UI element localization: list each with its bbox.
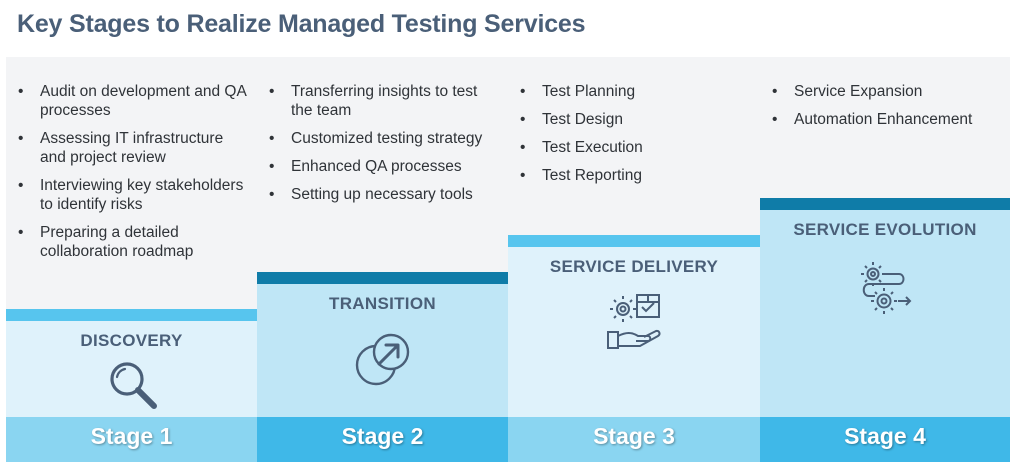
stage-2-footer: Stage 2 [257,417,508,462]
stage-3-step: SERVICE DELIVERY [508,235,760,417]
stage-1-bullets: Audit on development and QA processes As… [18,82,246,270]
stage-3-bullets: Test Planning Test Design Test Execution… [520,82,750,194]
stage-1-label: Stage 1 [90,423,173,449]
stage-1-footer: Stage 1 [6,417,257,462]
list-item: Test Design [520,110,750,129]
list-item: Preparing a detailed collaboration roadm… [18,223,246,261]
stage-4-step: SERVICE EVOLUTION [760,198,1010,417]
stage-2-bullets: Transferring insights to test the team C… [269,82,499,213]
stage-3-footer: Stage 3 [508,417,760,462]
transition-arrow-icon [355,333,410,386]
stage-3-label: Stage 3 [593,423,675,449]
list-item: Customized testing strategy [269,129,499,148]
stage-4-label: Stage 4 [844,423,926,449]
list-item: Test Planning [520,82,750,101]
stage-1-step: DISCOVERY [6,309,257,417]
stage-2-strip [257,272,508,284]
stage-2-step: TRANSITION [257,272,508,417]
stage-4-bullets: Service Expansion Automation Enhancement [772,82,1008,138]
stage-2-name: TRANSITION [329,294,436,313]
stage-3-strip [508,235,760,247]
list-item: Service Expansion [772,82,1008,101]
list-item: Audit on development and QA processes [18,82,246,120]
stage-1-name: DISCOVERY [80,331,183,350]
gears-process-icon [861,262,912,314]
page-title: Key Stages to Realize Managed Testing Se… [17,10,586,38]
stage-2-label: Stage 2 [341,423,424,449]
list-item: Setting up necessary tools [269,185,499,204]
service-delivery-icon [607,294,661,349]
list-item: Interviewing key stakeholders to identif… [18,176,246,214]
list-item: Test Reporting [520,166,750,185]
list-item: Test Execution [520,138,750,157]
list-item: Assessing IT infrastructure and project … [18,129,246,167]
list-item: Transferring insights to test the team [269,82,499,120]
list-item: Automation Enhancement [772,110,1008,129]
stage-1-strip [6,309,257,321]
stage-4-footer: Stage 4 [760,417,1010,462]
stage-3-name: SERVICE DELIVERY [549,257,719,276]
stage-4-name: SERVICE EVOLUTION [793,220,977,239]
list-item: Enhanced QA processes [269,157,499,176]
stage-4-strip [760,198,1010,210]
magnifier-icon [110,362,157,409]
